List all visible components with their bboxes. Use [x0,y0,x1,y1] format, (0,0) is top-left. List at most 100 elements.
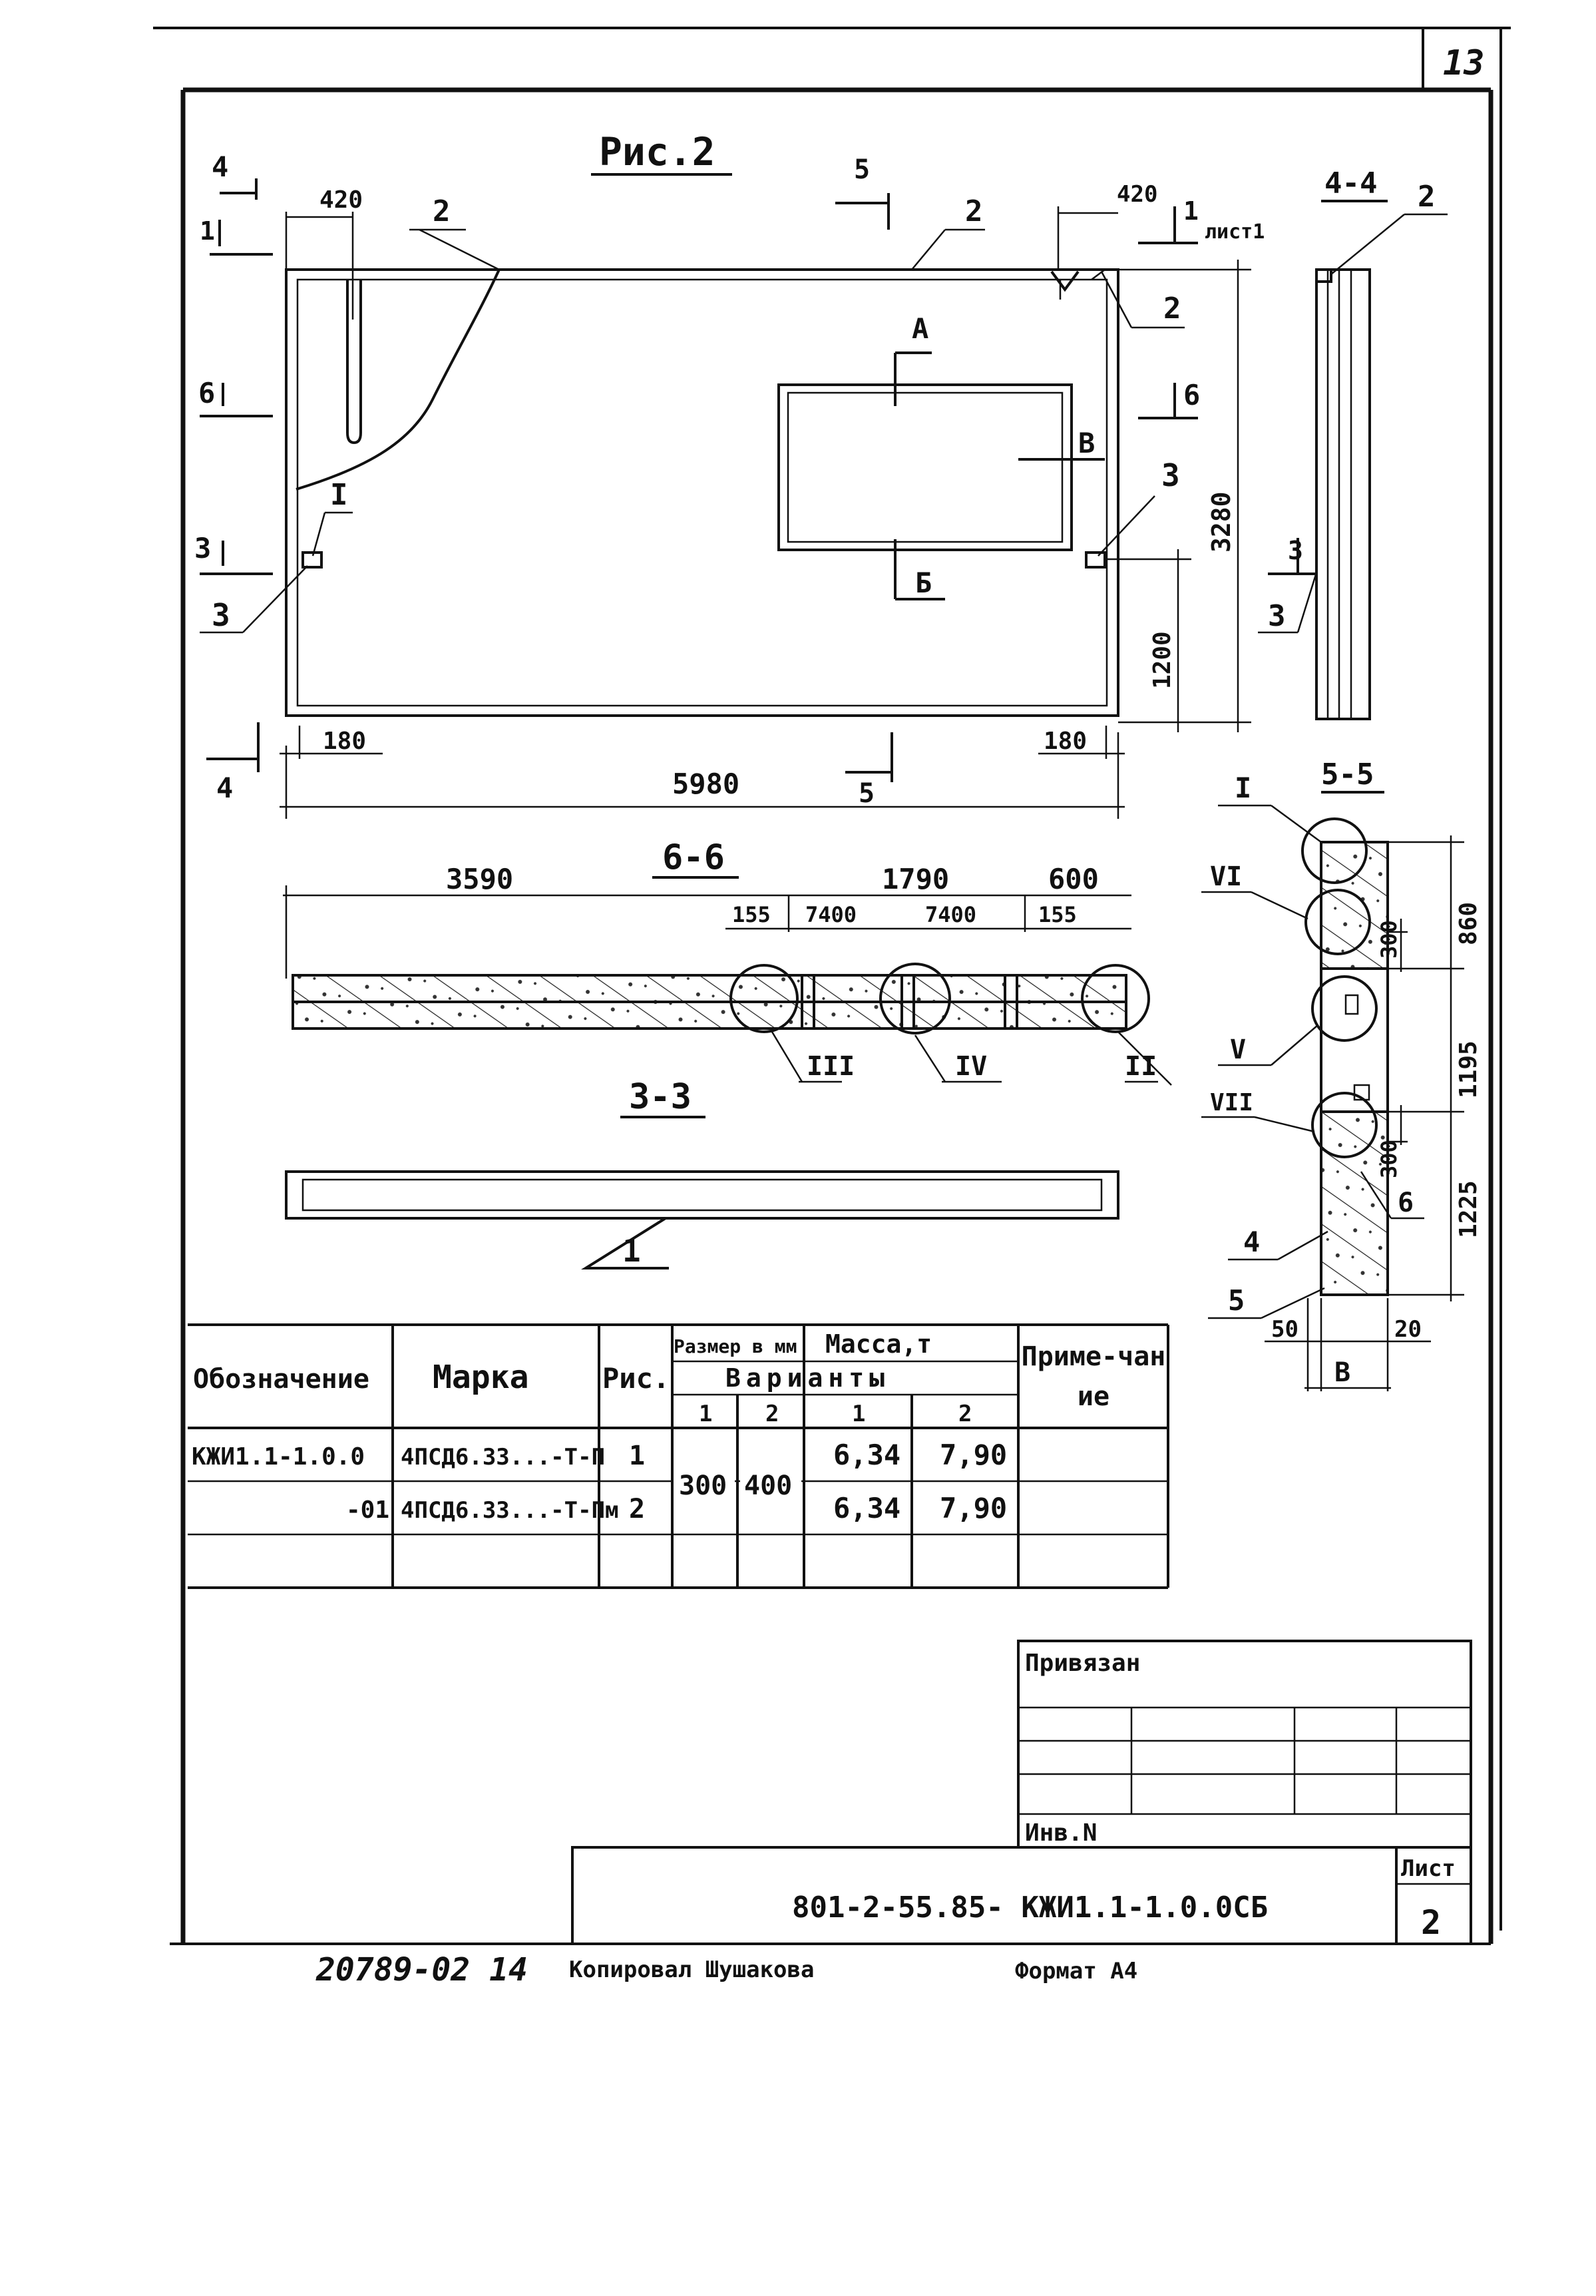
svg-text:3-3: 3-3 [629,1077,692,1117]
svg-text:I: I [1235,772,1251,804]
dim-420-left: 420 [319,186,363,214]
row2-mass1: 6,34 [833,1492,900,1524]
row1-fig: 1 [629,1441,645,1471]
svg-text:6-6: 6-6 [662,837,725,877]
row2-mass2: 7,90 [940,1492,1007,1524]
svg-text:155: 155 [1038,902,1077,927]
svg-text:4: 4 [212,150,228,183]
section-4-4: 4-4 2 3 3 [1258,166,1448,720]
svg-text:3: 3 [194,532,211,565]
row1-mass2: 7,90 [940,1439,1007,1471]
svg-text:6: 6 [1398,1188,1414,1218]
label-3b: 3 [1161,457,1180,493]
svg-text:5: 5 [1228,1284,1245,1317]
svg-text:50: 50 [1271,1316,1298,1343]
section-5-5: 5-5 I VI V VII 300 860 1195 [1201,758,1482,1391]
th-note: Приме-чание [1021,1341,1166,1412]
label-2b: 2 [965,194,983,228]
size-v1: 300 [679,1471,727,1501]
footer-copied: Копировал Шушакова [569,1956,814,1983]
row2-designation: -01 [346,1496,389,1524]
dim-3280: 3280 [1207,491,1236,553]
svg-text:155: 155 [732,902,771,927]
svg-text:1: 1 [1183,196,1199,226]
dim-600: 600 [1048,863,1099,895]
section-3-3: 3-3 1 [285,1077,1119,1269]
page-number: 13 [1443,43,1485,83]
svg-text:20: 20 [1394,1316,1422,1343]
svg-text:300: 300 [1376,920,1402,959]
label-2c: 2 [1163,292,1181,326]
svg-text:6: 6 [1183,379,1200,411]
svg-text:III: III [807,1051,855,1082]
stamp-bound: Привязан [1025,1650,1140,1677]
window-opening [777,383,1073,551]
size-v2: 400 [744,1471,792,1501]
dim-180-right: 180 [1044,728,1087,755]
row2-fig: 2 [629,1494,645,1524]
label-Б: Б [915,567,932,599]
svg-text:5: 5 [854,154,870,185]
svg-text:6: 6 [198,377,215,409]
panel-plan-view [285,268,1119,717]
svg-text:4-4: 4-4 [1324,166,1377,200]
th-size-mm: Размер в мм [674,1335,797,1357]
svg-text:IV: IV [955,1051,987,1082]
stamp-sheet-label: Лист [1401,1855,1456,1882]
dim-3590: 3590 [446,863,513,895]
th-designation: Обозначение [193,1364,369,1395]
label-2a: 2 [433,194,451,228]
svg-text:лист1: лист1 [1205,220,1265,244]
th-v2: 2 [765,1401,779,1427]
title-block [571,1640,1472,1945]
dim-1200: 1200 [1149,631,1176,689]
figure-title: Рис.2 [599,129,715,174]
th-m2: 2 [958,1401,972,1427]
svg-text:1225: 1225 [1455,1180,1482,1238]
label-I: I [330,478,348,512]
th-v1: 1 [699,1401,712,1427]
svg-text:7400: 7400 [805,902,857,927]
svg-text:1: 1 [200,216,215,246]
row1-designation: КЖИ1.1-1.0.0 [192,1443,365,1471]
svg-text:V: V [1230,1034,1246,1065]
svg-text:5-5: 5-5 [1321,758,1374,792]
stamp-doc-code: 801-2-55.85- КЖИ1.1-1.0.0СБ [792,1891,1268,1925]
th-fig: Рис. [602,1362,670,1395]
stamp-inv-no: Инв.N [1025,1819,1097,1847]
svg-text:7400: 7400 [925,902,976,927]
th-variants: Варианты [725,1363,890,1393]
dim-1790: 1790 [882,863,949,895]
label-A: А [912,312,928,345]
dim-180-left: 180 [323,728,366,755]
th-m1: 1 [852,1401,865,1427]
label-В: В [1078,427,1095,459]
label-3a: 3 [212,597,230,633]
svg-text:3: 3 [1268,599,1286,633]
row1-mark: 4ПСД6.33...-Т-П [401,1444,605,1471]
th-mass: Масса,т [825,1329,932,1359]
svg-text:4: 4 [216,772,233,804]
sheet-frame [153,27,1511,1945]
th-mark: Марка [433,1359,529,1396]
section-marks-left: 4 1 6 3 4 [194,150,273,804]
footer-format: Формат А4 [1015,1958,1137,1984]
svg-text:860: 860 [1455,902,1482,945]
row2-mark: 4ПСД6.33...-Т-Пм [401,1497,619,1524]
svg-text:4: 4 [1243,1226,1260,1258]
svg-text:В: В [1334,1357,1350,1388]
svg-text:3: 3 [1288,536,1303,565]
svg-text:VI: VI [1210,861,1242,892]
svg-text:300: 300 [1376,1140,1402,1178]
svg-text:II: II [1125,1051,1157,1082]
row1-mass1: 6,34 [833,1439,900,1471]
footer-handwritten-no: 20789-02 14 [315,1951,528,1988]
svg-text:5: 5 [859,778,875,809]
svg-text:VII: VII [1210,1089,1253,1116]
section-6-6: 6-6 3590 1790 600 155 7400 7400 155 III … [283,837,1172,1086]
svg-text:1: 1 [622,1233,641,1269]
dim-5980: 5980 [672,768,739,800]
dim-420-right: 420 [1117,181,1157,208]
svg-text:2: 2 [1418,180,1436,214]
